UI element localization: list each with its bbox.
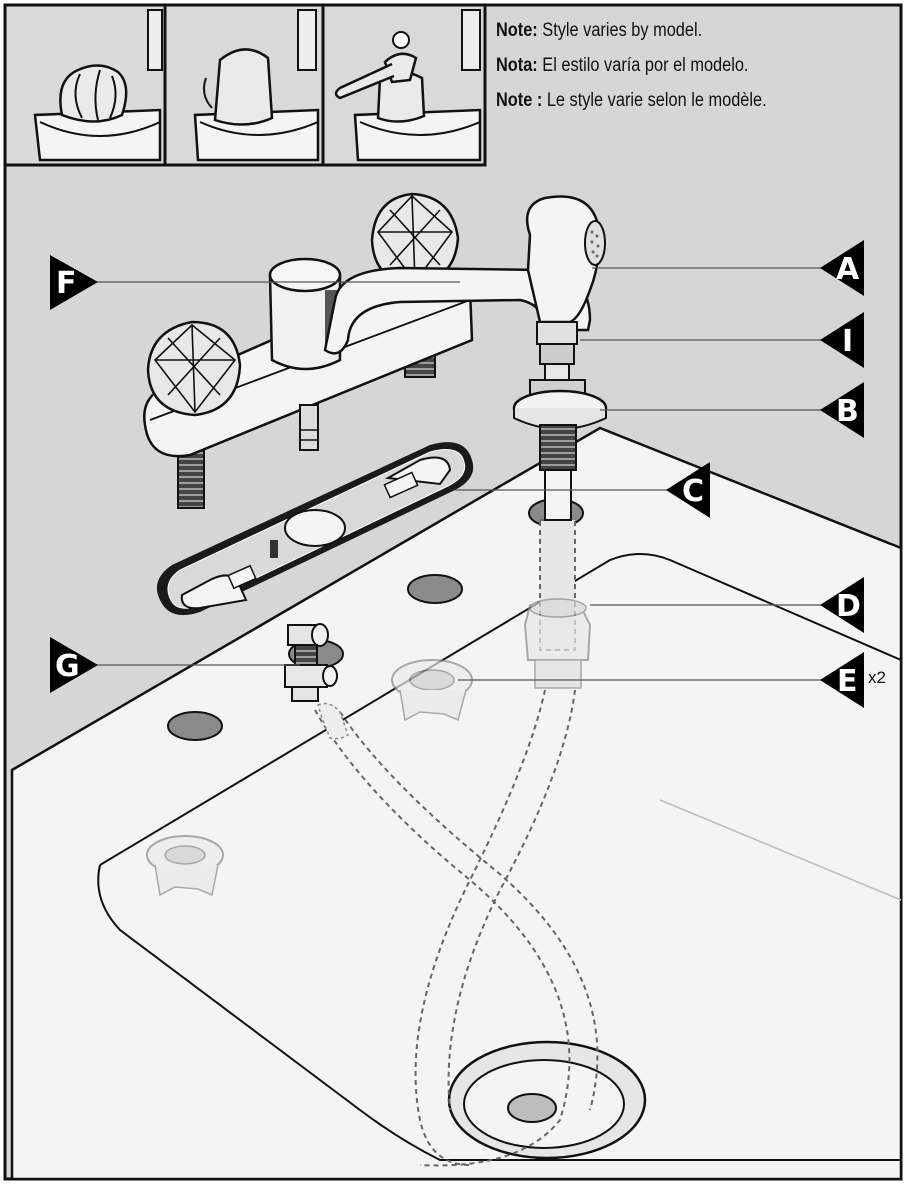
sink-drain bbox=[447, 1040, 647, 1160]
callout-I: I bbox=[820, 312, 864, 368]
style-variants-panel bbox=[3, 3, 487, 167]
sink bbox=[10, 426, 903, 1181]
hole-cover-lower bbox=[146, 835, 224, 897]
right-crystal-knob bbox=[370, 192, 460, 286]
note-spanish-text: El estilo varía por el modelo. bbox=[537, 55, 749, 76]
quantity-e: x2 bbox=[868, 668, 886, 687]
callout-D-letter: D bbox=[836, 589, 861, 624]
note-french: Note : Le style varie selon le modèle. bbox=[496, 90, 767, 112]
sprayer-holder bbox=[512, 379, 608, 521]
callout-I-letter: I bbox=[842, 324, 853, 359]
note-english-text: Style varies by model. bbox=[537, 20, 703, 41]
note-english-label: Note: bbox=[496, 20, 538, 41]
callout-E: E bbox=[820, 652, 864, 708]
left-crystal-knob bbox=[146, 320, 242, 417]
coupling-nut bbox=[523, 598, 592, 689]
callout-A: A bbox=[820, 240, 864, 296]
note-spanish: Nota: El estilo varía por el modelo. bbox=[496, 55, 748, 77]
left-shank bbox=[177, 449, 205, 509]
callout-G: G bbox=[50, 637, 98, 693]
callout-C-letter: C bbox=[682, 474, 704, 509]
variant-lever-handle bbox=[334, 9, 482, 162]
callout-G-letter: G bbox=[55, 649, 80, 684]
callout-B: B bbox=[820, 382, 864, 438]
callout-E-letter: E bbox=[837, 664, 858, 699]
note-french-text: Le style varie selon le modèle. bbox=[542, 90, 767, 111]
note-spanish-label: Nota: bbox=[496, 55, 538, 76]
note-english: Note: Style varies by model. bbox=[496, 20, 702, 42]
hole-cover-upper bbox=[391, 659, 473, 722]
note-french-label: Note : bbox=[496, 90, 543, 111]
callout-C: C bbox=[666, 462, 710, 518]
callout-B-letter: B bbox=[836, 394, 859, 429]
callout-D: D bbox=[820, 577, 864, 633]
callout-F-letter: F bbox=[56, 266, 77, 301]
variant-smooth-knob bbox=[193, 9, 320, 162]
variant-crystal-knob bbox=[33, 9, 163, 162]
callout-F: F bbox=[50, 255, 98, 310]
callout-A-letter: A bbox=[836, 252, 860, 287]
diverter-valve bbox=[284, 623, 349, 740]
deck-gasket bbox=[156, 442, 474, 616]
leader-lines bbox=[95, 267, 824, 681]
